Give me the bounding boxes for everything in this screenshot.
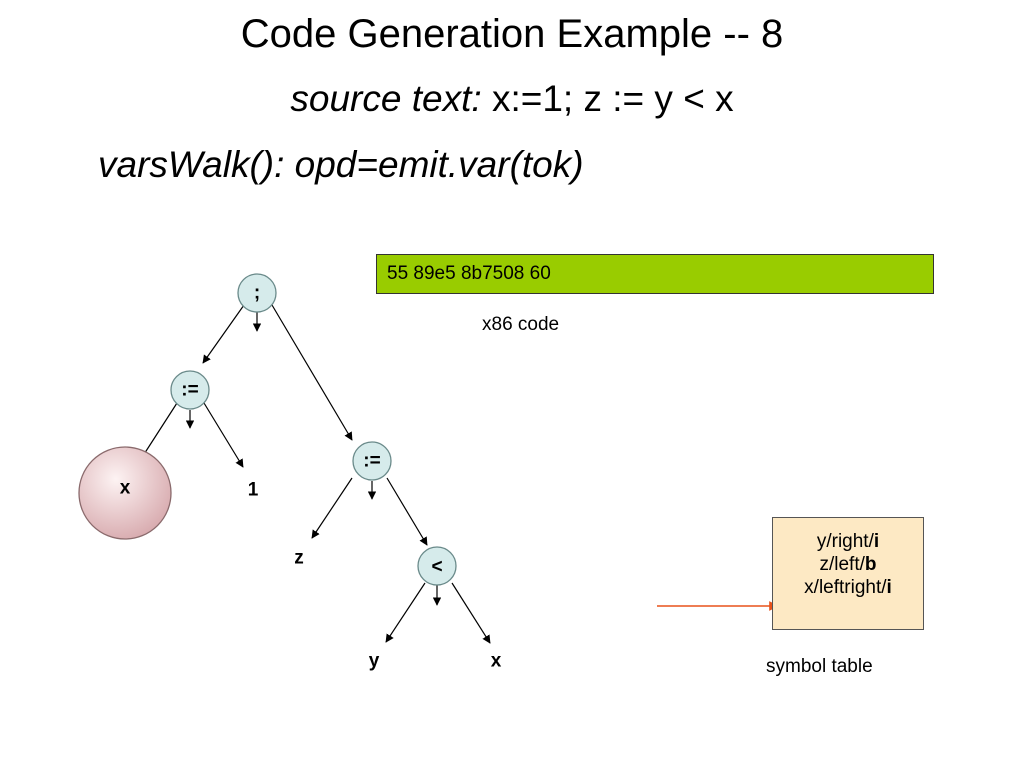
edge-assign2-z [311,477,353,539]
edge-less-x [451,582,491,644]
leaf-x-highlighted-label: x [120,478,131,499]
symbol-flag: b [864,554,877,575]
edge-root-assign1 [202,304,245,364]
leaf-x: x [491,651,502,672]
node-assign-2-label: := [363,451,380,472]
node-assign-1: := [170,370,210,410]
symbol-table-row: y/right/i [773,530,923,553]
symbol-name: y/right/ [816,531,874,552]
slide-title: Code Generation Example -- 8 [240,12,784,56]
x86-code-box: 55 89e5 8b7508 60 [376,254,934,294]
node-root: ; [237,273,277,313]
node-less-label: < [431,557,442,578]
source-text-line: source text: x:=1; z := y < x [0,76,1024,122]
leaf-y: y [369,651,380,672]
node-root-label: ; [254,283,260,304]
leaf-one: 1 [248,480,259,501]
symbol-table: y/right/i z/left/b x/leftright/i [772,517,924,630]
symbol-table-row: x/leftright/i [773,576,923,599]
symbol-table-row: z/left/b [773,553,923,576]
symbol-flag: i [873,531,880,552]
edge-assign2-less [386,477,428,546]
x86-code-caption: x86 code [482,314,560,335]
leaf-z: z [294,548,304,569]
node-less: < [417,546,457,586]
source-text-label: source text: [290,78,482,119]
edge-assign1-1 [203,402,244,468]
symbol-flag: i [886,577,892,598]
symbol-name: x/leftright/ [804,577,887,598]
symbol-name: z/left/ [819,554,865,575]
symbol-table-caption: symbol table [766,656,873,677]
node-assign-1-label: := [181,380,198,401]
edge-less-y [385,582,426,643]
edge-root-assign2 [271,304,353,441]
vars-walk-line: varsWalk(): opd=emit.var(tok) [98,144,584,185]
node-assign-2: := [352,441,392,481]
source-text-code: x:=1; z := y < x [481,78,734,119]
leaf-x-highlighted: x [78,446,172,540]
